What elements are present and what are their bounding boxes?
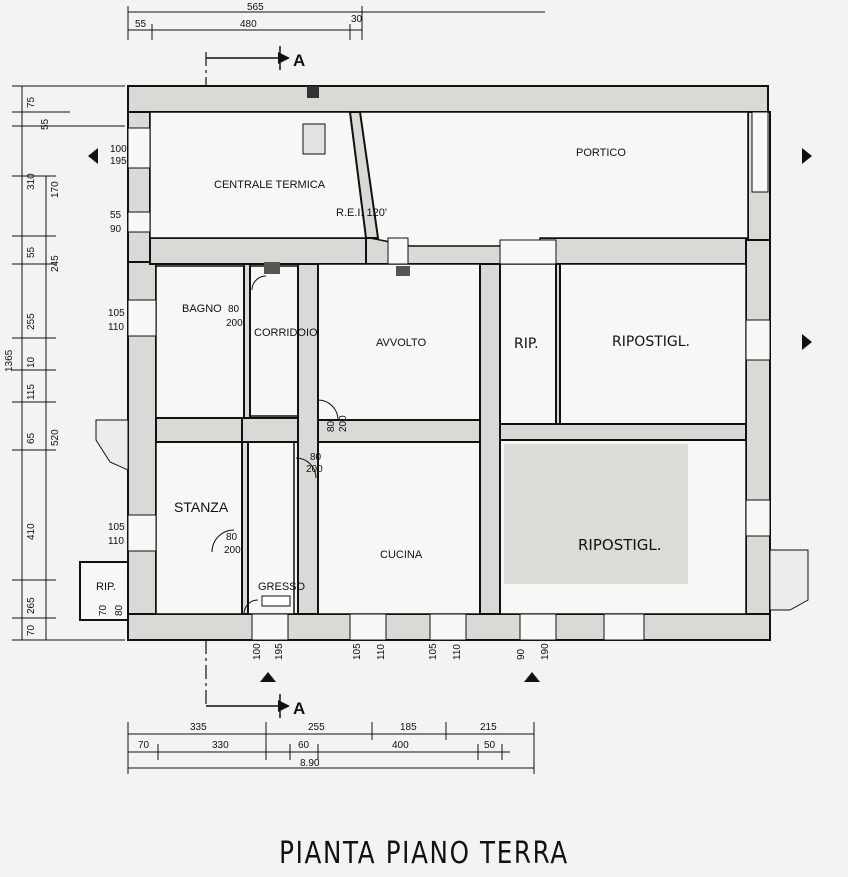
win-bottom-1: 195: [274, 643, 285, 660]
win-left-2-a: 105: [108, 308, 125, 319]
label-stanza: STANZA: [174, 499, 229, 515]
win-bottom-5: 110: [452, 644, 463, 660]
dim-left-total: 1365: [4, 349, 15, 372]
drawing-title: PIANTA PIANO TERRA: [279, 836, 569, 871]
tag-stanza-b: 200: [224, 545, 241, 556]
label-ripostigl-bottom: RIPOSTIGL.: [578, 536, 662, 554]
win-bottom-0: 100: [252, 643, 263, 660]
window-dims-left: 100 195 55 90 105 110 105 110: [108, 144, 127, 547]
dim-left-inner-0: 170: [50, 181, 61, 198]
dim-left-4: 255: [26, 313, 37, 330]
dim-bottom-1-2: 185: [400, 722, 417, 733]
bottom-dimensions: 335 255 185 215 70 330 60 400 50 8.90: [127, 722, 535, 774]
dim-bottom-2-4: 50: [484, 740, 496, 751]
dim-bottom-total: 8.90: [300, 758, 320, 769]
dim-bottom-2-2: 60: [298, 740, 310, 751]
dim-left-7: 65: [26, 432, 37, 444]
win-bottom-2: 105: [352, 643, 363, 660]
dim-bottom-2-0: 70: [138, 740, 150, 751]
win-bottom-3: 110: [376, 644, 387, 660]
dim-left-8: 410: [26, 523, 37, 540]
dim-bottom-1-3: 215: [480, 722, 497, 733]
section-marker-bottom: A: [293, 699, 305, 718]
tag-cucina-b: 200: [306, 464, 323, 475]
dim-left-2: 310: [26, 173, 37, 190]
dim-left-inner-1: 245: [50, 255, 61, 272]
left-dimensions: [12, 85, 125, 641]
dim-left-5: 10: [26, 356, 37, 368]
tag-avvolto-b: 200: [338, 415, 349, 432]
dim-left-1: 55: [40, 118, 51, 130]
tag-rip-box-b: 80: [114, 604, 125, 616]
label-avvolto: AVVOLTO: [376, 337, 427, 349]
dim-left-6: 115: [26, 384, 37, 400]
win-bottom-4: 105: [428, 643, 439, 660]
dim-bottom-2-3: 400: [392, 740, 409, 751]
label-bagno: BAGNO: [182, 303, 222, 315]
dim-left-0: 75: [26, 96, 37, 108]
label-cucina: CUCINA: [380, 549, 423, 561]
win-bottom-7: 190: [540, 643, 551, 660]
label-ripostigl-top: RIPOSTIGL.: [612, 334, 690, 350]
win-left-3-a: 105: [108, 522, 125, 533]
label-corridoio: CORRIDOIO: [254, 327, 318, 339]
label-gresso: GRESSO: [258, 581, 306, 593]
entrance-arrows: [88, 148, 812, 682]
exterior-steps: [95, 419, 809, 611]
dim-top-overall: 565: [247, 2, 264, 13]
dim-bottom-1-1: 255: [308, 722, 325, 733]
dim-bottom-2-1: 330: [212, 740, 229, 751]
tag-rip-box-a: 70: [98, 604, 109, 616]
top-dimensions: 565 55 480 30: [127, 2, 545, 40]
label-rip-box: RIP.: [96, 581, 116, 593]
dim-left-9: 265: [26, 597, 37, 614]
win-left-0-a: 100: [110, 144, 127, 155]
dim-top-right: 30: [351, 14, 363, 25]
tag-bagno-b: 200: [226, 318, 243, 329]
fixtures: [261, 86, 410, 607]
dim-bottom-1-0: 335: [190, 722, 207, 733]
tag-cucina-a: 80: [310, 452, 322, 463]
window-dims-bottom: 100 195 105 110 105 110 90 190: [252, 643, 551, 660]
label-rip-small: RIP.: [514, 336, 539, 352]
label-centrale-termica: CENTRALE TERMICA: [214, 179, 326, 191]
win-left-1-a: 55: [110, 210, 122, 221]
interior-walls: [155, 111, 747, 615]
dim-left-inner-2: 520: [50, 429, 61, 446]
label-rei: R.E.I. 120': [336, 207, 387, 219]
win-bottom-6: 90: [516, 648, 527, 660]
tag-bagno-a: 80: [228, 304, 240, 315]
dim-left-10: 70: [26, 624, 37, 636]
windows: [127, 111, 771, 641]
ripostiglio-floor-texture: [504, 444, 688, 584]
room-labels: CENTRALE TERMICA PORTICO R.E.I. 120' BAG…: [96, 147, 690, 593]
section-marker-top: A: [293, 51, 305, 70]
left-dimension-labels: 75 55 310 55 255 10 115 65 410 265 70 13…: [4, 96, 61, 636]
rip-box: [79, 561, 129, 621]
dim-top-left: 55: [135, 19, 147, 30]
dim-left-3: 55: [26, 246, 37, 258]
tag-avvolto-a: 80: [326, 420, 337, 432]
win-left-0-b: 195: [110, 156, 127, 167]
door-swings: [211, 275, 339, 615]
win-left-1-b: 90: [110, 224, 122, 235]
label-portico: PORTICO: [576, 147, 626, 159]
door-tags: 80 200 80 200 80 200 80 200 70 80: [98, 304, 349, 616]
win-left-2-b: 110: [108, 322, 124, 333]
win-left-3-b: 110: [108, 536, 124, 547]
tag-stanza-a: 80: [226, 532, 238, 543]
dim-top-middle: 480: [240, 19, 257, 30]
